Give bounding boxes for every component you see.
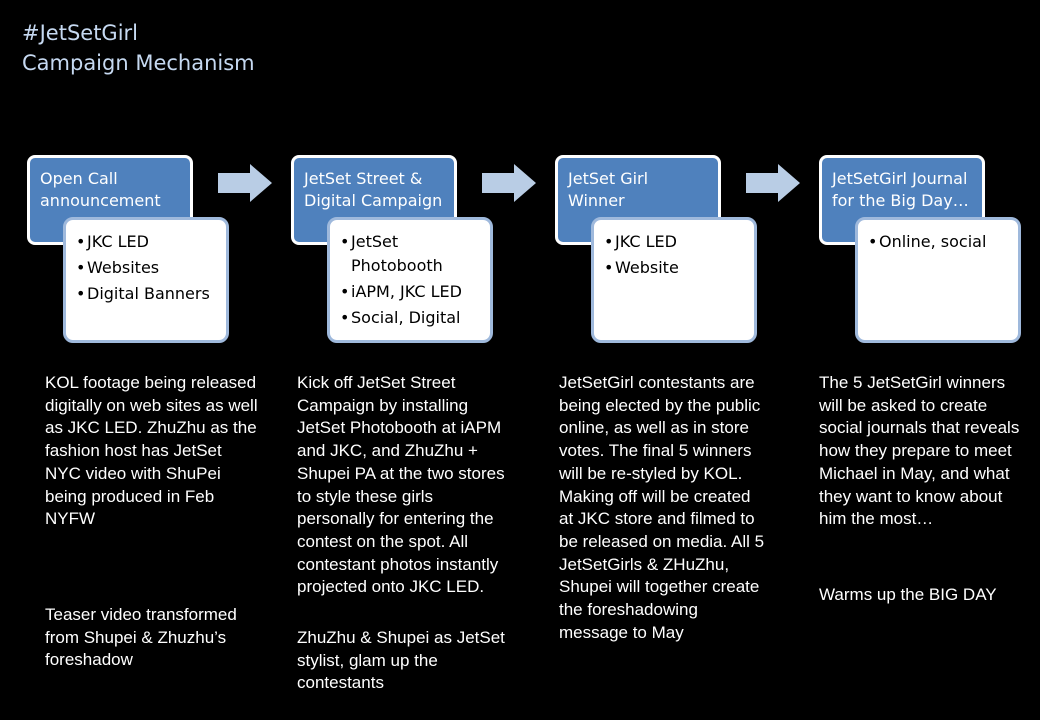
- channel-box: •Online, social: [855, 217, 1021, 343]
- channel-box: •JKC LED •Website: [591, 217, 757, 343]
- step-header-text: JetSet Street & Digital Campaign: [304, 169, 443, 210]
- step-street-campaign: JetSet Street & Digital Campaign •JetSet…: [291, 155, 521, 345]
- step-journal: JetSetGirl Journal for the Big Day… •Onl…: [819, 155, 1040, 345]
- description-note: ZhuZhu & Shupei as JetSet stylist, glam …: [297, 628, 505, 693]
- step-header-text: Open Call announcement: [40, 169, 161, 210]
- description-text: KOL footage being released digitally on …: [45, 373, 258, 529]
- channel-text: JetSet Photobooth: [351, 232, 443, 275]
- slide-title: #JetSetGirl Campaign Mechanism: [22, 18, 255, 78]
- description-note: Teaser video transformed from Shupei & Z…: [45, 604, 237, 670]
- step-description: JetSetGirl contestants are being elected…: [559, 372, 769, 644]
- channel-item: •JKC LED: [604, 230, 746, 254]
- bullet-icon: •: [76, 284, 86, 303]
- bullet-icon: •: [604, 258, 614, 277]
- channel-item: •Online, social: [868, 230, 1010, 254]
- channel-text: JKC LED: [615, 232, 677, 251]
- channel-text: JKC LED: [87, 232, 149, 251]
- channel-text: Websites: [87, 258, 160, 277]
- step-winner: JetSet Girl Winner •JKC LED •Website: [555, 155, 785, 345]
- channel-item: •Websites: [76, 256, 218, 280]
- channel-item: •JetSet Photobooth: [340, 230, 482, 278]
- channel-text: Website: [615, 258, 679, 277]
- bullet-icon: •: [340, 308, 350, 327]
- step-description: KOL footage being released digitally on …: [45, 372, 260, 672]
- right-arrow-icon: [482, 164, 536, 202]
- channel-text: iAPM, JKC LED: [351, 282, 462, 301]
- step-open-call: Open Call announcement •JKC LED •Website…: [27, 155, 257, 345]
- title-hashtag: #JetSetGirl: [22, 21, 139, 45]
- channel-text: Digital Banners: [87, 284, 210, 303]
- description-text: JetSetGirl contestants are being elected…: [559, 373, 765, 642]
- step-header-text: JetSetGirl Journal for the Big Day…: [832, 169, 969, 210]
- bullet-icon: •: [76, 258, 86, 277]
- channel-text: Social, Digital: [351, 308, 461, 327]
- description-note: Warms up the BIG DAY: [819, 584, 997, 604]
- channel-box: •JKC LED •Websites •Digital Banners: [63, 217, 229, 343]
- channel-text: Online, social: [879, 232, 987, 251]
- bullet-icon: •: [604, 232, 614, 251]
- step-description: The 5 JetSetGirl winners will be asked t…: [819, 372, 1031, 607]
- bullet-icon: •: [76, 232, 86, 251]
- step-description: Kick off JetSet Street Campaign by insta…: [297, 372, 507, 695]
- bullet-icon: •: [340, 282, 350, 301]
- bullet-icon: •: [340, 232, 350, 251]
- channel-item: •JKC LED: [76, 230, 218, 254]
- description-text: The 5 JetSetGirl winners will be asked t…: [819, 373, 1020, 529]
- bullet-icon: •: [868, 232, 878, 251]
- channel-item: •Social, Digital: [340, 306, 482, 330]
- channel-item: •iAPM, JKC LED: [340, 280, 482, 304]
- channel-item: •Digital Banners: [76, 282, 218, 306]
- right-arrow-icon: [746, 164, 800, 202]
- step-header-text: JetSet Girl Winner: [568, 169, 649, 210]
- title-subtitle: Campaign Mechanism: [22, 51, 255, 75]
- right-arrow-icon: [218, 164, 272, 202]
- description-text: Kick off JetSet Street Campaign by insta…: [297, 373, 505, 597]
- channel-box: •JetSet Photobooth •iAPM, JKC LED •Socia…: [327, 217, 493, 343]
- channel-item: •Website: [604, 256, 746, 280]
